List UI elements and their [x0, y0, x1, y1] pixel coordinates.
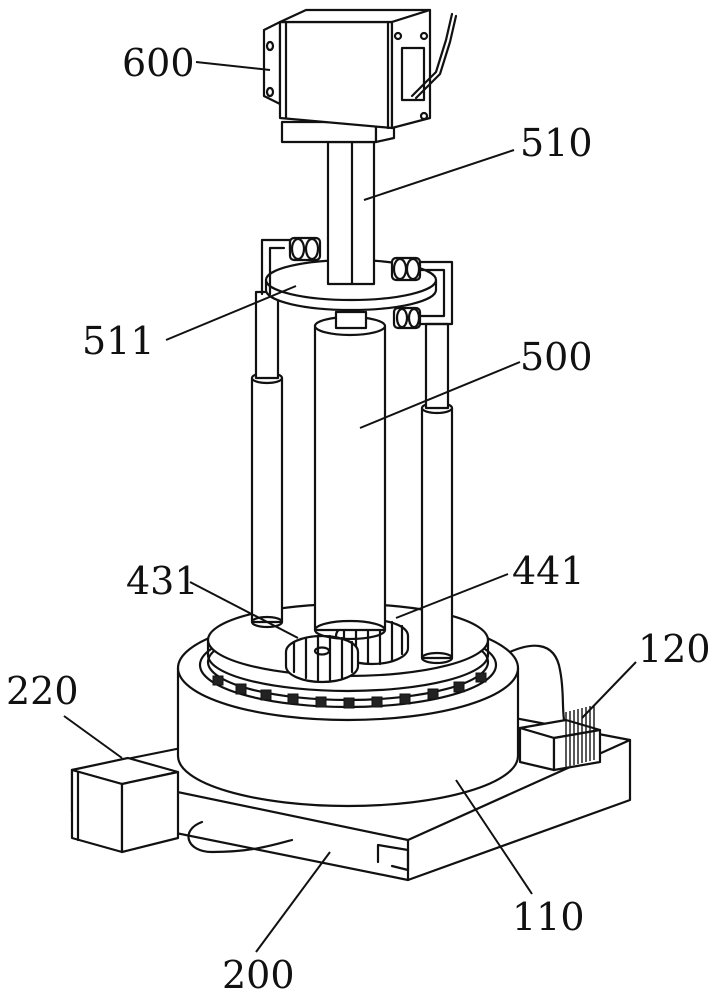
leader-lines — [63, 61, 637, 953]
leader-220 — [63, 715, 123, 759]
label-511: 511 — [82, 319, 155, 363]
left-support-column — [250, 290, 284, 629]
camera-head — [262, 8, 458, 130]
label-600: 600 — [122, 41, 195, 85]
leader-431 — [189, 581, 299, 639]
label-441: 441 — [512, 549, 585, 593]
leader-110 — [455, 779, 533, 895]
label-510: 510 — [520, 121, 593, 165]
label-120: 120 — [638, 627, 711, 671]
leader-120 — [581, 661, 637, 719]
leader-200 — [255, 851, 331, 953]
controller-box — [487, 644, 602, 772]
right-bracket — [390, 256, 454, 330]
label-431: 431 — [126, 559, 199, 603]
left-bracket — [260, 236, 322, 296]
label-200: 200 — [222, 953, 295, 997]
label-110: 110 — [512, 895, 585, 939]
leader-441 — [395, 573, 509, 619]
motor-box — [70, 756, 180, 854]
lifting-rod — [280, 116, 396, 286]
leader-510 — [363, 149, 515, 201]
right-support-column — [420, 322, 454, 665]
lifting-cylinder — [313, 310, 387, 641]
label-220: 220 — [6, 669, 79, 713]
gear-431 — [284, 634, 360, 684]
leader-600 — [195, 61, 271, 71]
label-500: 500 — [520, 335, 593, 379]
leader-511 — [165, 285, 297, 341]
leader-500 — [359, 361, 521, 429]
